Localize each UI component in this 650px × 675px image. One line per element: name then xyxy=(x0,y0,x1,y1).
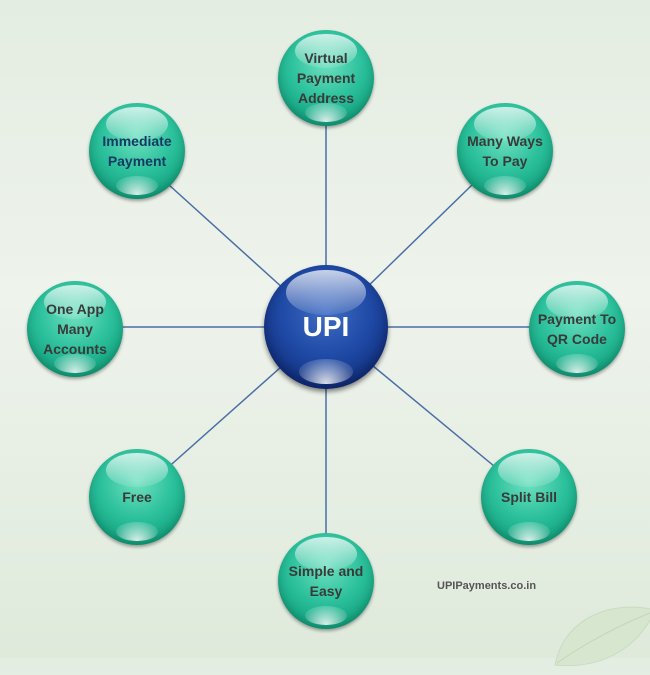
feature-node-free: Free xyxy=(89,449,185,545)
upi-center-node: UPI xyxy=(264,265,388,389)
center-label: UPI xyxy=(302,311,350,342)
feature-node-immediate-payment: Immediate Payment xyxy=(89,103,185,199)
site-watermark: UPIPayments.co.in xyxy=(437,580,537,592)
feature-node-split-bill: Split Bill xyxy=(481,449,577,545)
feature-label: One App Many Accounts xyxy=(43,301,107,357)
feature-label: Split Bill xyxy=(501,489,557,505)
feature-node-many-ways-to-pay: Many Ways To Pay xyxy=(457,103,553,199)
feature-label: Free xyxy=(122,489,152,505)
feature-node-virtual-payment-address: Virtual Payment Address xyxy=(278,30,374,126)
feature-node-payment-to-qr-code: Payment To QR Code xyxy=(529,281,625,377)
feature-label: Immediate Payment xyxy=(102,133,172,169)
feature-node-one-app-many-accounts: One App Many Accounts xyxy=(27,281,123,377)
feature-label: Virtual Payment Address xyxy=(296,50,356,106)
feature-node-simple-and-easy: Simple and Easy xyxy=(278,533,374,629)
feature-label: Payment To QR Code xyxy=(537,311,617,347)
feature-label: Simple and Easy xyxy=(288,563,364,599)
feature-label: Many Ways To Pay xyxy=(467,133,543,169)
leaf-decoration xyxy=(554,606,650,667)
